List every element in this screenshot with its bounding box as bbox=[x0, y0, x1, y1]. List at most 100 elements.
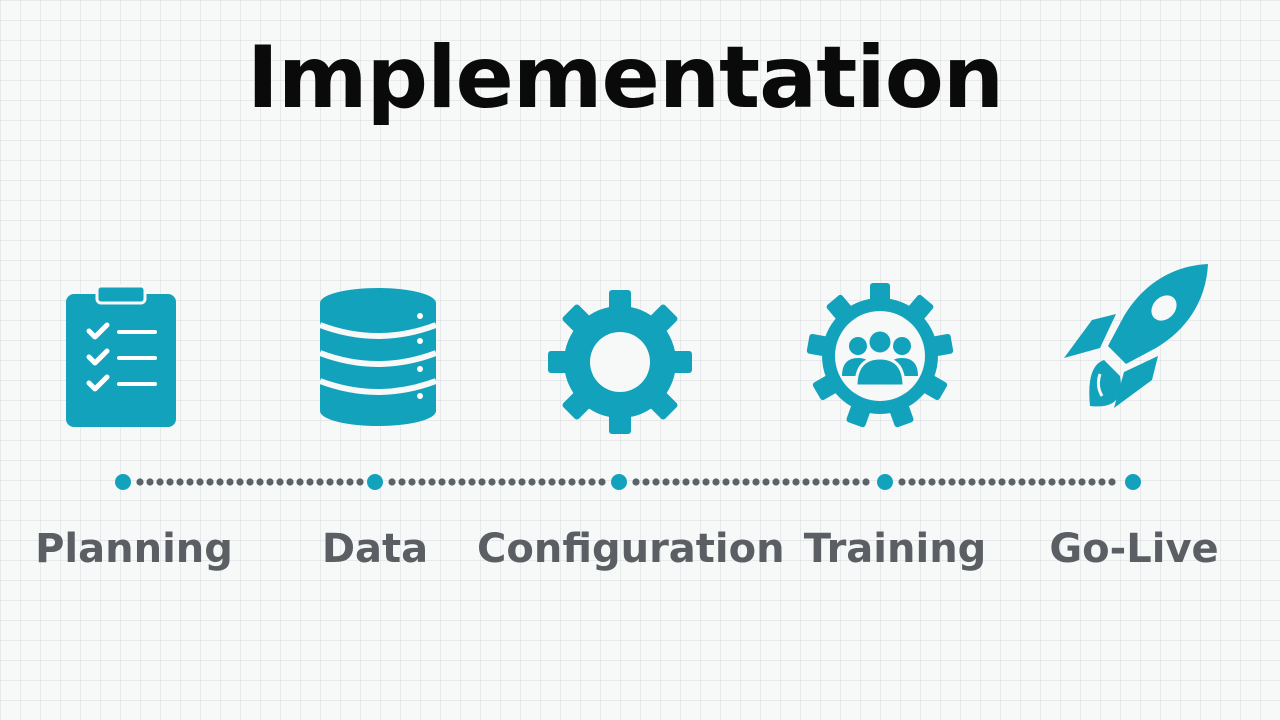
timeline-marker-planning bbox=[115, 474, 131, 490]
page-title: Implementation bbox=[246, 28, 1004, 128]
timeline-dot bbox=[276, 478, 284, 486]
timeline-dot bbox=[226, 478, 234, 486]
timeline-dot bbox=[1038, 478, 1046, 486]
timeline-dot bbox=[782, 478, 790, 486]
gear-icon bbox=[545, 287, 695, 437]
timeline-dot bbox=[988, 478, 996, 486]
timeline-dot bbox=[488, 478, 496, 486]
timeline-dot bbox=[1008, 478, 1016, 486]
timeline-dot bbox=[898, 478, 906, 486]
timeline-dot bbox=[498, 478, 506, 486]
timeline-dot bbox=[1068, 478, 1076, 486]
timeline-dot bbox=[156, 478, 164, 486]
timeline-dot bbox=[418, 478, 426, 486]
timeline-dot bbox=[588, 478, 596, 486]
timeline-dot bbox=[968, 478, 976, 486]
timeline-dot bbox=[928, 478, 936, 486]
timeline-dot bbox=[938, 478, 946, 486]
timeline-dot bbox=[468, 478, 476, 486]
stage-label-training: Training bbox=[803, 526, 987, 572]
stage-label-go-live: Go-Live bbox=[1049, 526, 1219, 572]
timeline-dot bbox=[722, 478, 730, 486]
timeline-dot bbox=[762, 478, 770, 486]
timeline-dot bbox=[1108, 478, 1116, 486]
timeline-dot bbox=[186, 478, 194, 486]
timeline bbox=[115, 474, 1141, 490]
timeline-dot bbox=[326, 478, 334, 486]
timeline-dot bbox=[166, 478, 174, 486]
timeline-dot bbox=[632, 478, 640, 486]
timeline-dot bbox=[822, 478, 830, 486]
timeline-marker-configuration bbox=[611, 474, 627, 490]
timeline-dot bbox=[528, 478, 536, 486]
timeline-dot bbox=[428, 478, 436, 486]
timeline-dot bbox=[408, 478, 416, 486]
timeline-dot bbox=[176, 478, 184, 486]
timeline-dot bbox=[652, 478, 660, 486]
rocket-icon bbox=[1060, 262, 1210, 412]
timeline-dot bbox=[518, 478, 526, 486]
timeline-dot bbox=[568, 478, 576, 486]
timeline-dot bbox=[772, 478, 780, 486]
timeline-marker-go-live bbox=[1125, 474, 1141, 490]
timeline-dot bbox=[336, 478, 344, 486]
timeline-dot bbox=[642, 478, 650, 486]
timeline-dot bbox=[842, 478, 850, 486]
timeline-dot bbox=[478, 478, 486, 486]
timeline-dot bbox=[356, 478, 364, 486]
timeline-marker-training bbox=[877, 474, 893, 490]
stage-label-configuration: Configuration bbox=[477, 526, 785, 572]
timeline-dot bbox=[448, 478, 456, 486]
timeline-dot bbox=[256, 478, 264, 486]
timeline-dot bbox=[1048, 478, 1056, 486]
team-gear-icon bbox=[805, 281, 955, 431]
timeline-dot bbox=[508, 478, 516, 486]
timeline-dot bbox=[316, 478, 324, 486]
timeline-dot bbox=[978, 478, 986, 486]
timeline-dot bbox=[752, 478, 760, 486]
database-icon bbox=[302, 283, 452, 433]
timeline-dot bbox=[682, 478, 690, 486]
timeline-dot bbox=[216, 478, 224, 486]
stage-label-data: Data bbox=[321, 526, 429, 572]
timeline-dot bbox=[1078, 478, 1086, 486]
timeline-dot bbox=[1018, 478, 1026, 486]
timeline-dot bbox=[702, 478, 710, 486]
timeline-dot bbox=[538, 478, 546, 486]
timeline-dot bbox=[1098, 478, 1106, 486]
timeline-dot bbox=[792, 478, 800, 486]
timeline-dot bbox=[812, 478, 820, 486]
timeline-dot bbox=[958, 478, 966, 486]
timeline-dot bbox=[296, 478, 304, 486]
timeline-dot bbox=[732, 478, 740, 486]
timeline-dot bbox=[286, 478, 294, 486]
timeline-dot bbox=[662, 478, 670, 486]
timeline-dot bbox=[136, 478, 144, 486]
timeline-dot bbox=[692, 478, 700, 486]
timeline-dot bbox=[598, 478, 606, 486]
timeline-dot bbox=[266, 478, 274, 486]
timeline-dot bbox=[1028, 478, 1036, 486]
timeline-dot bbox=[398, 478, 406, 486]
timeline-dot bbox=[908, 478, 916, 486]
timeline-dot bbox=[852, 478, 860, 486]
timeline-dot bbox=[306, 478, 314, 486]
timeline-marker-data bbox=[367, 474, 383, 490]
timeline-dot bbox=[918, 478, 926, 486]
timeline-dot bbox=[146, 478, 154, 486]
timeline-dot bbox=[206, 478, 214, 486]
timeline-dot bbox=[998, 478, 1006, 486]
timeline-dot bbox=[672, 478, 680, 486]
timeline-dot bbox=[802, 478, 810, 486]
timeline-dot bbox=[1088, 478, 1096, 486]
timeline-dot bbox=[742, 478, 750, 486]
timeline-dot bbox=[832, 478, 840, 486]
timeline-dot bbox=[862, 478, 870, 486]
timeline-dot bbox=[438, 478, 446, 486]
timeline-dot bbox=[1058, 478, 1066, 486]
timeline-dot bbox=[712, 478, 720, 486]
timeline-dot bbox=[458, 478, 466, 486]
timeline-dot bbox=[548, 478, 556, 486]
timeline-dot bbox=[558, 478, 566, 486]
timeline-dot bbox=[388, 478, 396, 486]
